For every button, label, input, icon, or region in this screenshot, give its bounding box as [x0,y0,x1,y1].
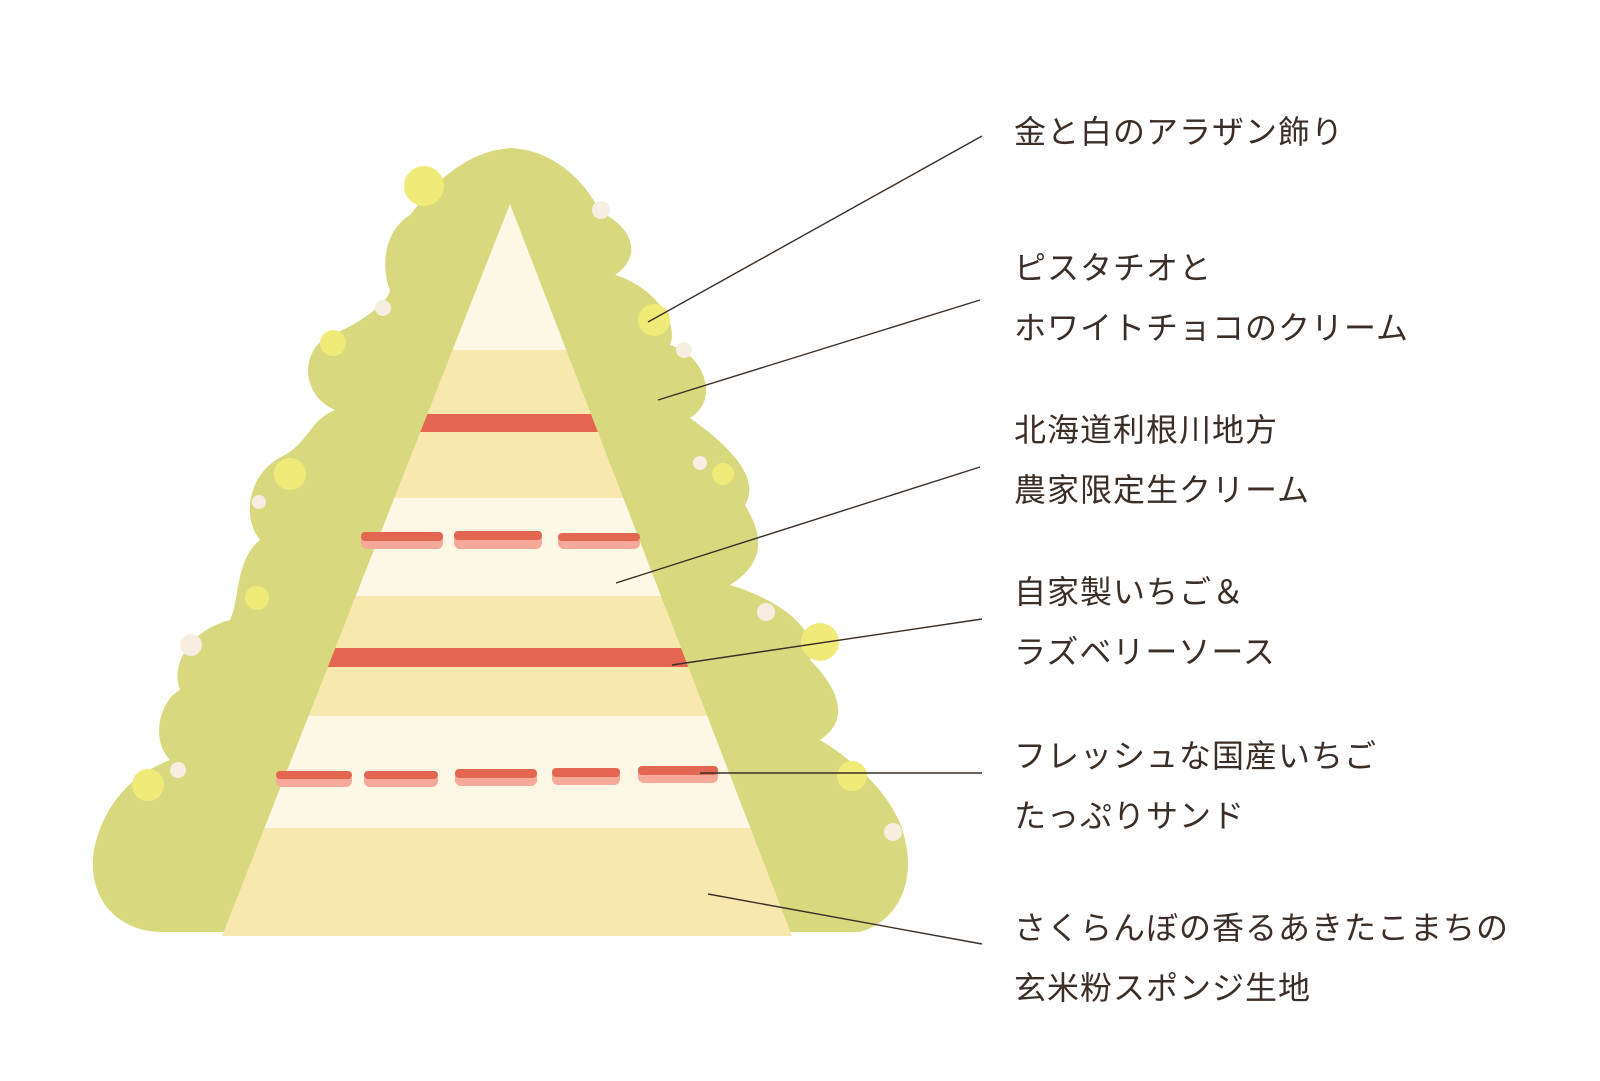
leader-line-2 [657,299,981,401]
label-frosting-cream: ピスタチオと ホワイトチョコのクリーム [1014,249,1410,347]
leader-line-3 [615,466,981,584]
label-sponge: さくらんぼの香るあきたこまちの 玄米粉スポンジ生地 [1014,909,1510,1007]
sponge-layer-bottom [222,828,792,936]
gold-dragee-ornaments [132,166,867,801]
strawberry-row-2 [276,766,718,787]
leader-line-1 [647,135,983,323]
white-dragee-ornaments [170,201,902,841]
label-berry-sauce: 自家製いちご＆ ラズベリーソース [1014,573,1276,671]
strawberry-row-1 [361,531,640,549]
raspberry-sauce-line-2 [222,648,792,667]
top-cream-layer [222,204,792,350]
leader-lines [615,135,983,945]
label-decoration: 金と白のアラザン飾り [1014,113,1345,151]
leader-line-4 [671,618,983,666]
leader-line-6 [707,893,983,945]
raspberry-sauce-line-1 [222,414,792,432]
label-strawberries: フレッシュな国産いちご たっぷりサンド [1014,737,1378,835]
label-fresh-cream: 北海道利根川地方 農家限定生クリーム [1014,411,1311,509]
